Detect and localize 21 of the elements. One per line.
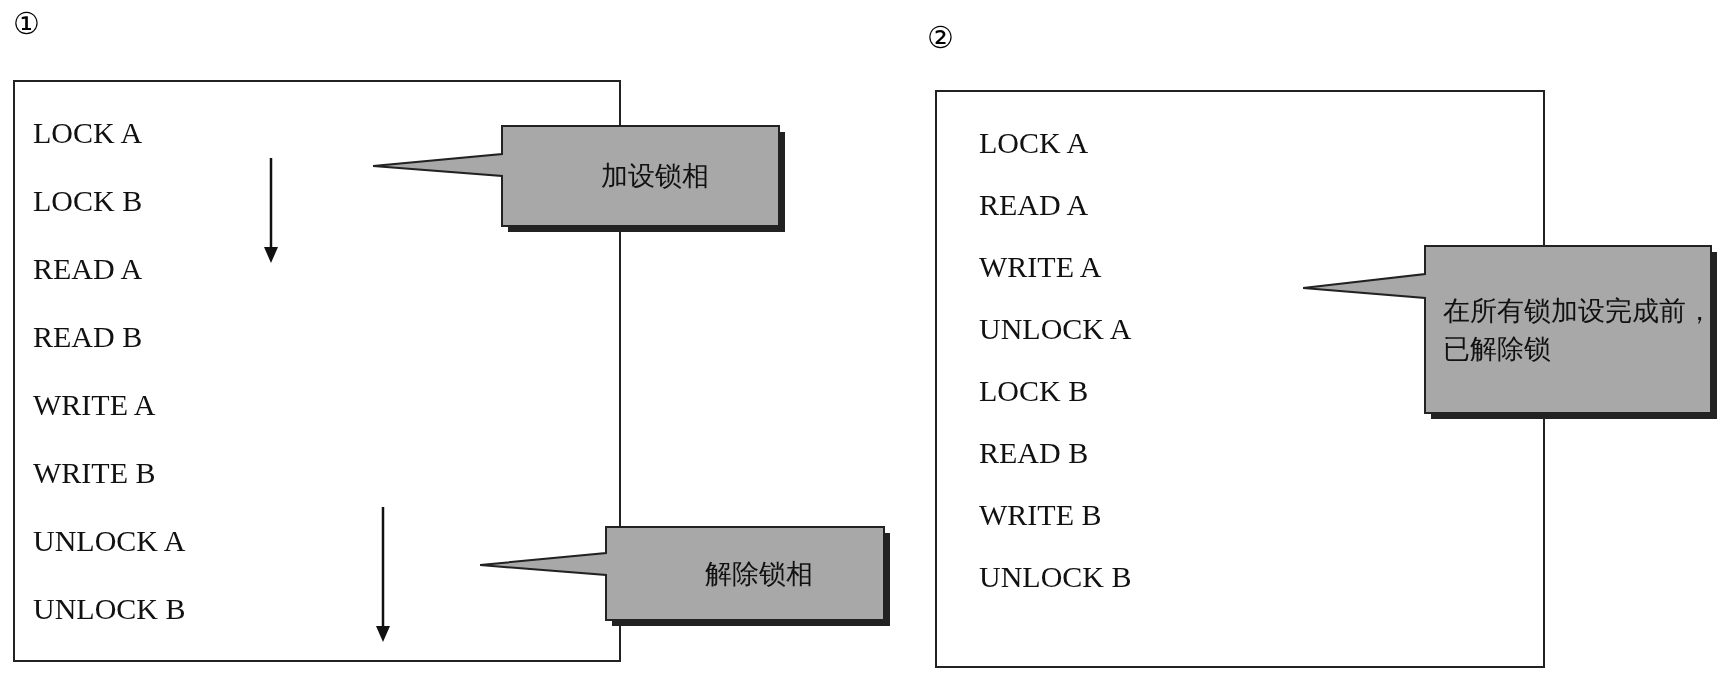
statement-text: READ B	[979, 436, 1089, 470]
figure-number: ②	[927, 20, 954, 55]
statement-text: WRITE B	[979, 498, 1102, 532]
statement-text: UNLOCK B	[979, 560, 1132, 594]
statement-text: READ A	[33, 252, 143, 286]
callout-text: 在所有锁加设完成前，已解除锁	[1443, 293, 1714, 366]
statement-text: READ A	[979, 188, 1089, 222]
callout-text: 解除锁相	[704, 556, 814, 591]
statement-text: UNLOCK A	[979, 312, 1132, 346]
statement-text: WRITE A	[979, 250, 1102, 284]
statement-text: LOCK B	[33, 184, 143, 218]
callout-text: 加设锁相	[600, 159, 710, 193]
statement-text: READ B	[33, 320, 143, 354]
statement-text: LOCK B	[979, 374, 1089, 408]
statement-text: LOCK A	[33, 116, 143, 150]
statement-text: WRITE A	[33, 388, 156, 422]
statement-text: WRITE B	[33, 456, 156, 490]
statement-text: LOCK A	[979, 126, 1089, 160]
statement-text: UNLOCK A	[33, 524, 186, 558]
statement-text: UNLOCK B	[33, 592, 186, 626]
figure-number: ①	[13, 6, 40, 41]
